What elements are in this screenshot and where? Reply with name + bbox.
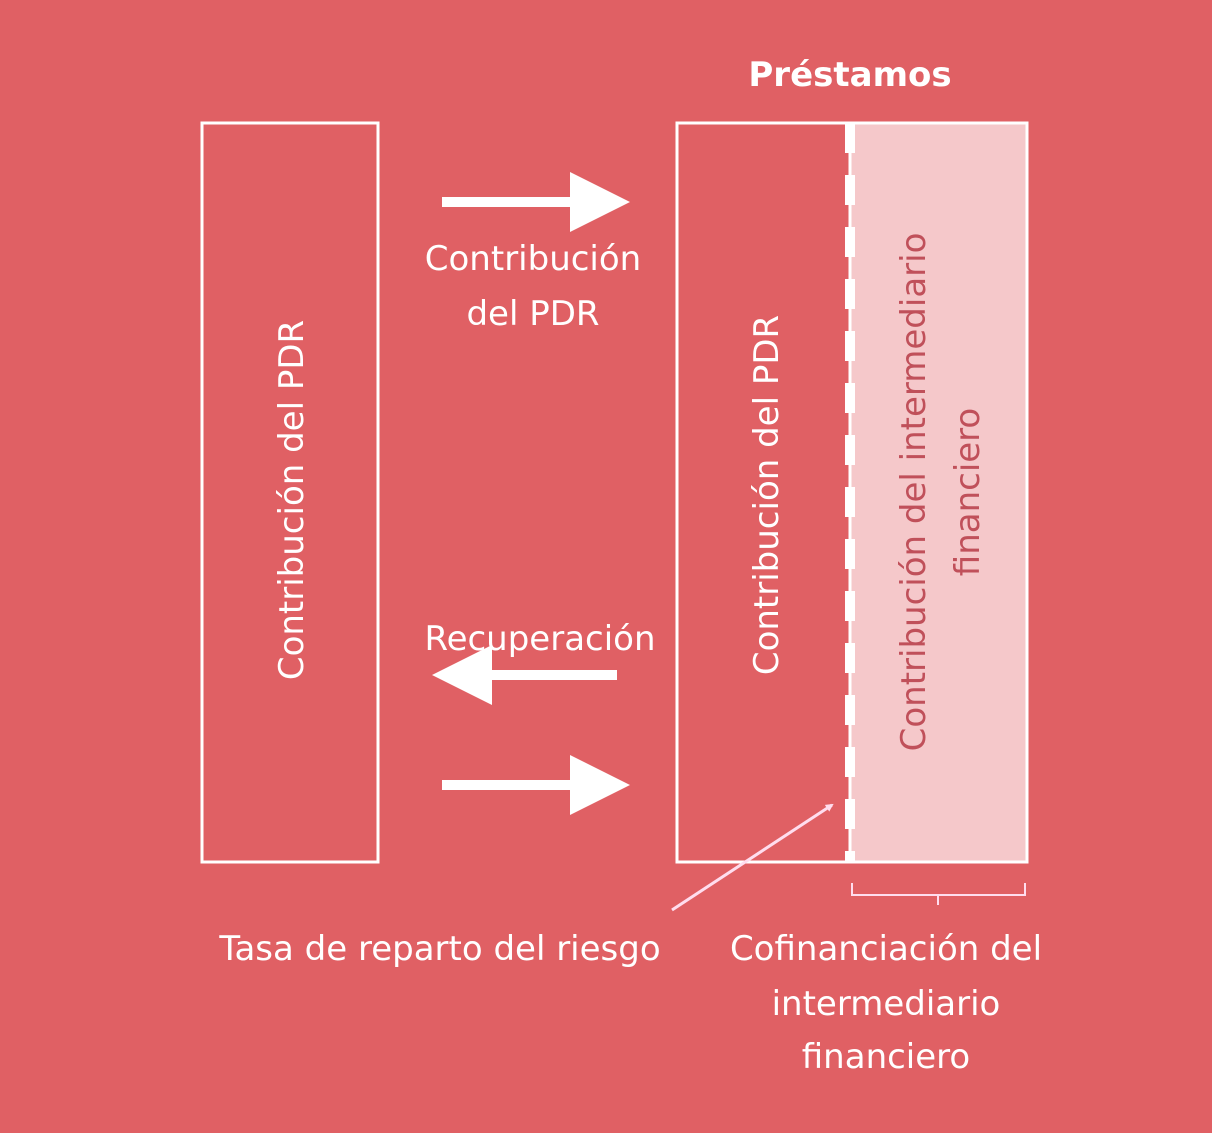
risk-pointer-arrow [671, 803, 834, 912]
arrow-middle-label: Recuperación [424, 619, 655, 659]
cofinance-box-label-1: Contribución del intermediario [894, 233, 934, 752]
cofinance-label-1: Cofinanciación del [730, 929, 1042, 969]
cofinance-label-2: intermediario [772, 984, 1001, 1024]
cofinance-brace [851, 883, 1026, 905]
cofinance-label-3: financiero [802, 1037, 970, 1077]
cofinance-box [848, 121, 1029, 864]
left-box [200, 121, 380, 864]
left-box-label: Contribución del PDR [272, 320, 312, 680]
risk-label: Tasa de reparto del riesgo [218, 929, 660, 969]
arrow-top-label-2: del PDR [466, 294, 599, 334]
cofinance-box-label-2: financiero [948, 408, 988, 576]
title: Préstamos [748, 55, 951, 95]
right-box-label: Contribución del PDR [747, 315, 787, 675]
arrow-top-label-1: Contribución [425, 239, 641, 279]
